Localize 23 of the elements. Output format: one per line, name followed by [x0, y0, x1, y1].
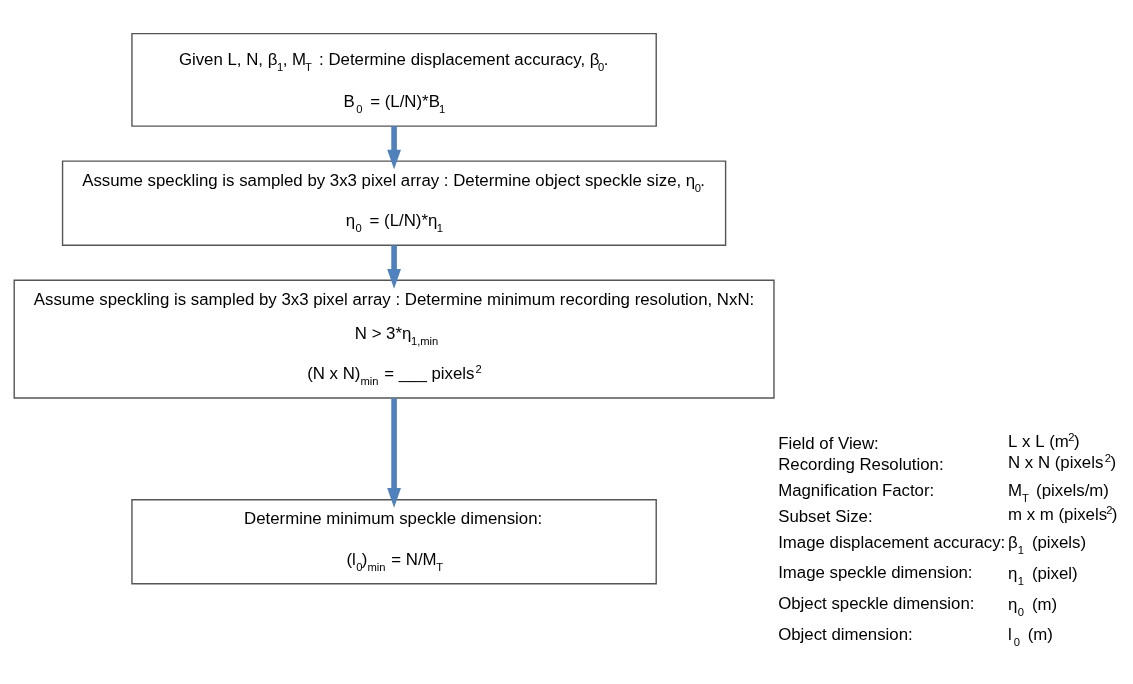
arrow	[387, 398, 401, 508]
node-box: Determine minimum speckle dimension: (l$_{0}$)$_{min}$ = N/M$_{T}$	[131, 499, 657, 585]
label: m x m (pixels$^{2}$)	[1008, 504, 1118, 525]
label: Image speckle dimension:	[778, 563, 973, 583]
label: Object dimension:	[778, 625, 913, 645]
label: Image displacement accuracy:	[778, 532, 1006, 552]
label: Subset Size:	[778, 506, 873, 526]
label: l$_{0}$ (m)	[1008, 625, 1053, 649]
label: M$_{T}$ (pixels/m)	[1008, 481, 1109, 505]
label: η$_{0}$ (m)	[1008, 594, 1058, 618]
label: η$_{1}$ (pixel)	[1008, 563, 1078, 587]
label: Recording Resolution:	[778, 454, 944, 474]
label: Field of View:	[778, 433, 879, 453]
label: L x L (m$^{2}$)	[1008, 431, 1080, 452]
node-box: Assume speckling is sampled by 3x3 pixel array : Determine object speckle size, η$_{0}$. η$_{0}$ = (L/N)*η$_{1}$	[61, 160, 727, 246]
label: Object speckle dimension:	[778, 594, 975, 614]
label: N x N (pixels$^{2}$)	[1008, 452, 1116, 473]
node-box: Assume speckling is sampled by 3x3 pixel array : Determine minimum recording resolution, NxN: N > 3*η$_{1,min}$ (N x N)$_{min}$ = ___ pixels$^{2}$	[13, 279, 775, 399]
label: β$_{1}$ (pixels)	[1008, 532, 1087, 556]
node-box: Given L, N, β$_{1}$, M$_{T}$ : Determine displacement accuracy, β$_{0}$. B$_{0}$ = (L/N)*B$_{1}$	[131, 32, 657, 127]
label: Magnification Factor:	[778, 480, 935, 500]
arrow	[387, 126, 401, 170]
arrow	[387, 245, 401, 289]
